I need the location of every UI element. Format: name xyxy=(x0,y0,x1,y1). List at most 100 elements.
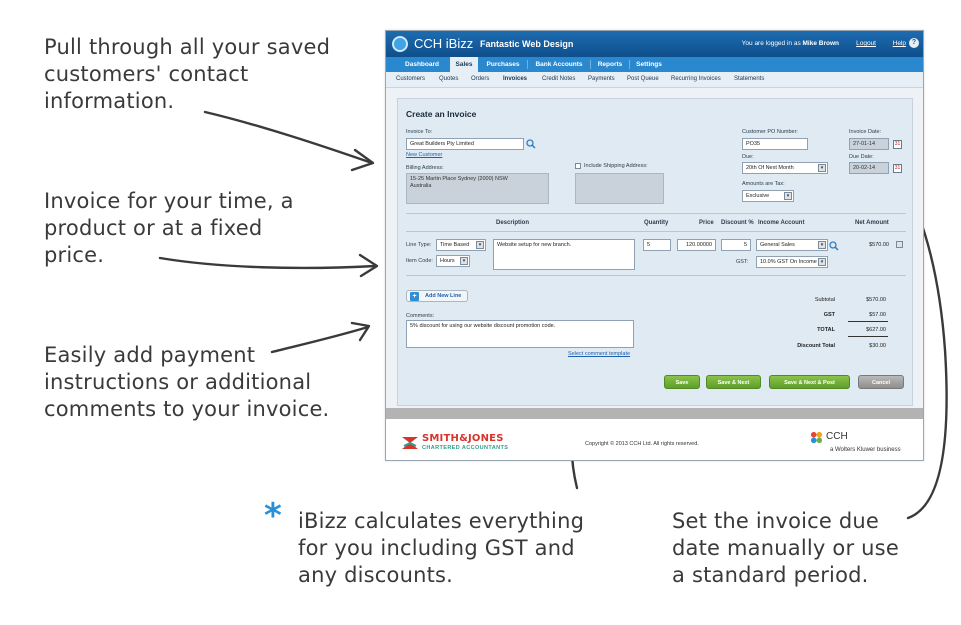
add-new-line-label: Add New Line xyxy=(425,293,462,299)
divider xyxy=(406,231,906,232)
search-icon[interactable] xyxy=(829,241,839,251)
subtab-statements[interactable]: Statements xyxy=(734,76,765,82)
tab-bank-accounts[interactable]: Bank Accounts xyxy=(535,61,583,68)
select-comment-template-link[interactable]: Select comment template xyxy=(568,351,631,357)
help-icon[interactable]: ? xyxy=(909,38,919,48)
ibizz-logo-icon xyxy=(392,36,408,52)
due-select[interactable]: 20th Of Next Month ▾ xyxy=(742,162,828,174)
footer: SMITH&JONES CHARTERED ACCOUNTANTS Copyri… xyxy=(386,419,923,460)
copyright-text: Copyright © 2013 CCH Ltd. All rights res… xyxy=(585,441,699,447)
subtab-quotes[interactable]: Quotes xyxy=(439,76,459,82)
due-date-input[interactable]: 20-02-14 xyxy=(849,162,889,174)
gst-select[interactable]: 10.0% GST On Income▾ xyxy=(756,256,828,268)
calendar-icon[interactable]: 31 xyxy=(893,164,902,173)
page-title: Create an Invoice xyxy=(406,109,477,119)
arrowhead-comments xyxy=(350,321,371,342)
smith-jones-name: SMITH&JONES xyxy=(422,433,504,444)
add-new-line-button[interactable]: + Add New Line xyxy=(406,290,469,302)
subtab-recurring-invoices[interactable]: Recurring Invoices xyxy=(671,76,721,82)
tab-reports[interactable]: Reports xyxy=(597,61,623,68)
sub-nav: Customers Quotes Orders Invoices Credit … xyxy=(386,72,923,88)
save-next-post-button[interactable]: Save & Next & Post xyxy=(769,375,850,389)
tab-settings[interactable]: Settings xyxy=(636,61,662,68)
invoice-to-label: Invoice To: xyxy=(406,129,433,135)
search-icon[interactable] xyxy=(526,139,536,149)
chevron-down-icon: ▾ xyxy=(818,164,826,172)
user-name: Mike Brown xyxy=(802,40,839,47)
due-label: Due: xyxy=(742,154,754,160)
item-code-value: Hours xyxy=(440,258,455,264)
invoice-date-label: Invoice Date: xyxy=(849,129,882,135)
app-name: CCH iBizz xyxy=(414,36,474,51)
item-code-select[interactable]: Hours▾ xyxy=(436,255,470,267)
col-price: Price xyxy=(699,220,714,226)
tab-purchases[interactable]: Purchases xyxy=(486,61,520,68)
asterisk-icon: * xyxy=(264,496,282,536)
cancel-button[interactable]: Cancel xyxy=(858,375,904,389)
quantity-input[interactable]: 5 xyxy=(643,239,671,251)
col-income-account: Income Account xyxy=(758,220,805,226)
line-type-select[interactable]: Time Based▾ xyxy=(436,239,486,251)
arrowhead-invoice-types xyxy=(358,253,379,278)
income-account-select[interactable]: General Sales▾ xyxy=(756,239,828,251)
chevron-down-icon: ▾ xyxy=(818,241,826,249)
col-net-amount: Net Amount xyxy=(855,220,889,226)
gst-total-label: GST xyxy=(823,312,835,318)
delete-line-checkbox[interactable] xyxy=(896,241,903,248)
item-code-label: Item Code: xyxy=(406,258,433,264)
help-link[interactable]: Help xyxy=(892,40,906,47)
save-button[interactable]: Save xyxy=(664,375,700,389)
subtab-orders[interactable]: Orders xyxy=(471,76,490,82)
col-discount: Discount % xyxy=(721,220,754,226)
logout-link[interactable]: Logout xyxy=(856,40,876,47)
subtotal-label: Subtotal xyxy=(814,297,835,303)
gst-label: GST: xyxy=(736,259,749,265)
new-customer-link[interactable]: New Customer xyxy=(406,152,443,158)
callout-customers: Pull through all your saved customers' c… xyxy=(44,35,331,113)
comments-input[interactable]: 5% discount for using our website discou… xyxy=(406,320,634,348)
due-date-label: Due Date: xyxy=(849,154,874,160)
line-type-label: Line Type: xyxy=(406,242,432,248)
divider xyxy=(406,275,906,276)
subtab-invoices[interactable]: Invoices xyxy=(503,76,528,82)
invoice-date-input[interactable]: 27-01-14 xyxy=(849,138,889,150)
discount-total-value: $30.00 xyxy=(869,343,886,349)
discount-input[interactable]: 5 xyxy=(721,239,751,251)
amounts-tax-select[interactable]: Exclusive▾ xyxy=(742,190,794,202)
calendar-icon[interactable]: 31 xyxy=(893,140,902,149)
chevron-down-icon: ▾ xyxy=(818,258,826,266)
company-name: Fantastic Web Design xyxy=(480,39,574,49)
nav-divider xyxy=(629,60,630,69)
total-value: $627.00 xyxy=(866,327,886,333)
po-number-label: Customer PO Number: xyxy=(742,129,798,135)
arrow-customers xyxy=(203,110,374,165)
col-description: Description xyxy=(496,220,530,226)
billing-address-label: Billing Address: xyxy=(406,165,444,171)
callout-calculates: iBizz calculates everything for you incl… xyxy=(298,509,585,587)
discount-total-label: Discount Total xyxy=(797,343,835,349)
description-input[interactable]: Website setup for new branch. xyxy=(493,239,635,270)
user-info: You are logged in as Mike Brown xyxy=(742,40,839,47)
cch-subtitle: a Wolters Kluwer business xyxy=(830,447,901,453)
save-next-button[interactable]: Save & Next xyxy=(706,375,761,389)
shipping-address-field[interactable] xyxy=(575,173,664,204)
app-window: CCH iBizz Fantastic Web Design You are l… xyxy=(385,30,924,461)
invoice-to-input[interactable]: Great Builders Pty Limited xyxy=(406,138,524,150)
subtab-post-queue[interactable]: Post Queue xyxy=(627,76,659,82)
price-input[interactable]: 120.00000 xyxy=(677,239,716,251)
plus-icon: + xyxy=(410,292,419,301)
content-area: Create an Invoice Invoice To: Great Buil… xyxy=(386,88,923,408)
include-shipping-checkbox[interactable] xyxy=(575,163,581,169)
subtab-customers[interactable]: Customers xyxy=(396,76,426,82)
smith-jones-logo-icon xyxy=(402,437,418,449)
amounts-tax-label: Amounts are Tax: xyxy=(742,181,785,187)
tab-sales[interactable]: Sales xyxy=(450,57,478,72)
chevron-down-icon: ▾ xyxy=(784,192,792,200)
due-select-value: 20th Of Next Month xyxy=(746,165,794,171)
smith-jones-subtitle: CHARTERED ACCOUNTANTS xyxy=(422,445,509,451)
po-number-input[interactable]: PO35 xyxy=(742,138,808,150)
subtab-credit-notes[interactable]: Credit Notes xyxy=(542,76,576,82)
subtab-payments[interactable]: Payments xyxy=(588,76,615,82)
total-label: TOTAL xyxy=(817,327,835,333)
tab-dashboard[interactable]: Dashboard xyxy=(405,61,439,68)
